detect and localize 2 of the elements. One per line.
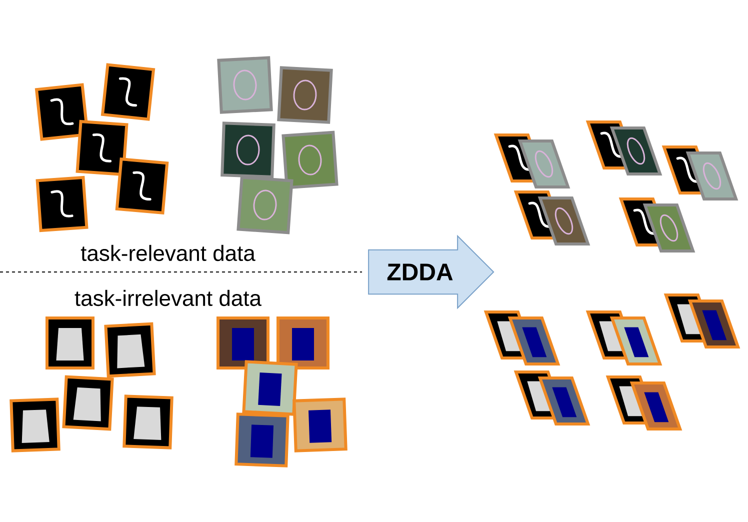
data-label: task-relevant data	[78, 242, 258, 264]
data-label: task-irrelevant data	[72, 288, 264, 308]
